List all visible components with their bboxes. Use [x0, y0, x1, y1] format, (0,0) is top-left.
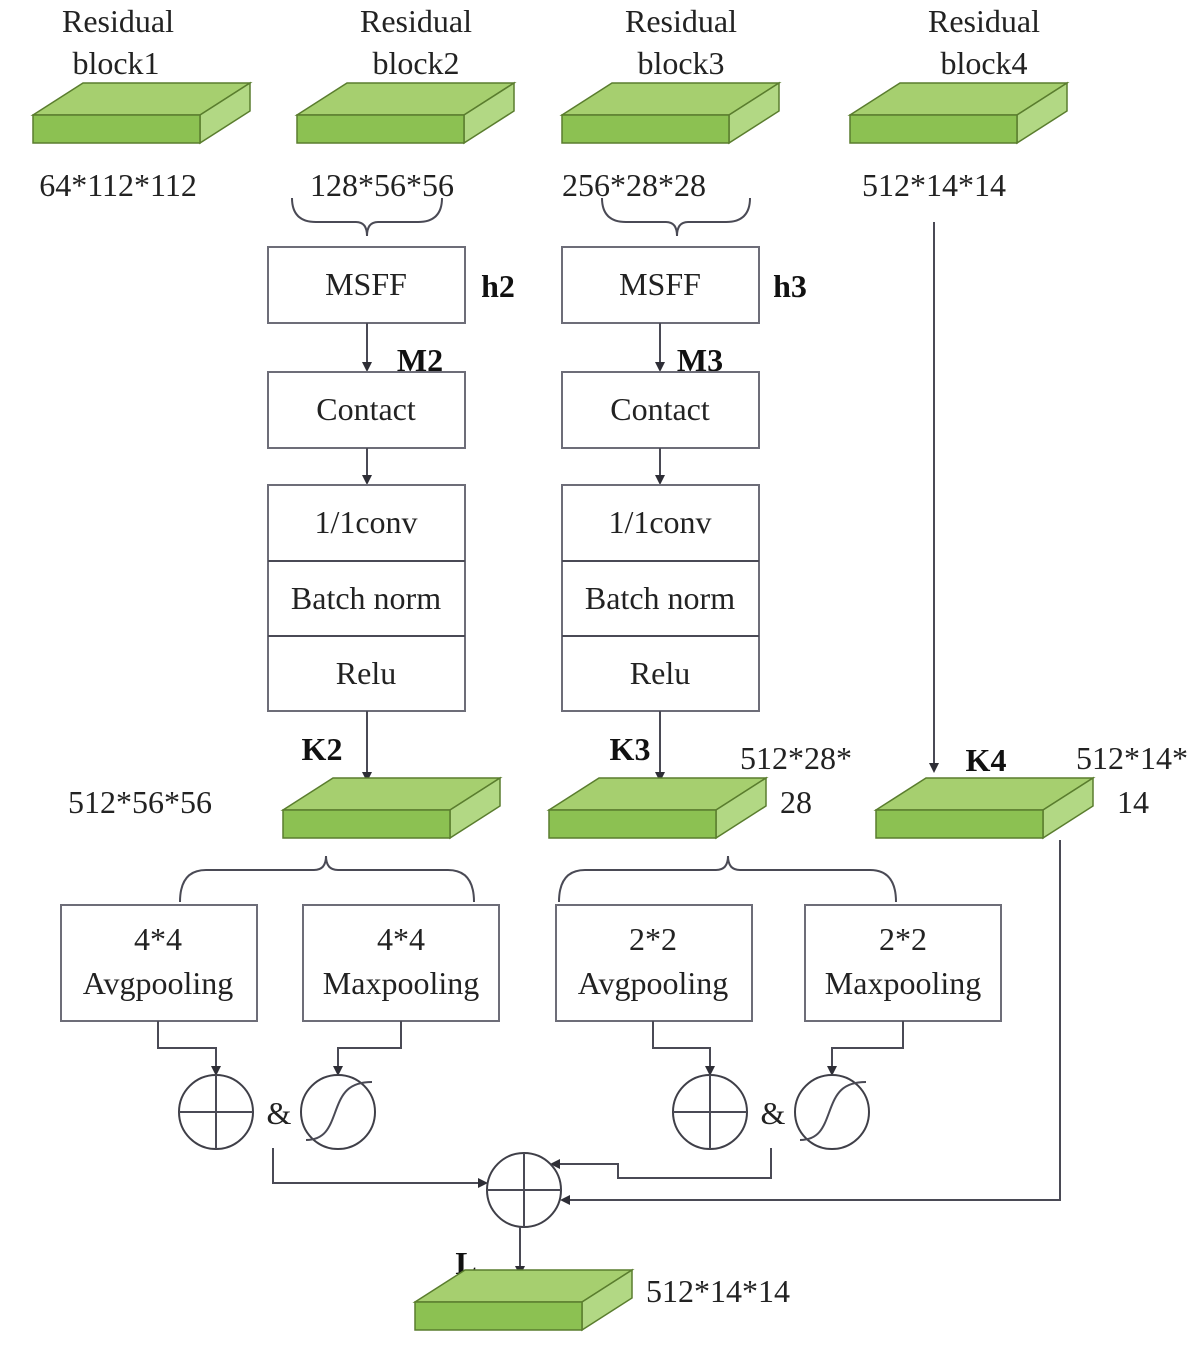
output-dims: 512*14*14 [646, 1273, 790, 1309]
residual-block-1-subtitle: block1 [72, 45, 159, 81]
feature-map-block-icon [412, 1268, 635, 1332]
residual-block-3-dims: 256*28*28 [562, 167, 706, 203]
relu-label-3: Relu [630, 655, 690, 691]
arrow-maxpool-to-sigmoid-2 [333, 1021, 402, 1076]
conv-label-3: 1/1conv [608, 504, 711, 540]
avgpool-size-3: 2*2 [629, 921, 677, 957]
arrow-k4-to-fusion [560, 840, 1061, 1205]
maxpool-label-3: Maxpooling [825, 965, 981, 1001]
msff-label-3: MSFF [619, 266, 701, 302]
contact-label-3: Contact [610, 391, 710, 427]
h2-label: h2 [481, 268, 515, 304]
circle-plus-icon [486, 1152, 562, 1228]
feature-map-block-icon [280, 776, 503, 840]
residual-block-4-subtitle: block4 [940, 45, 1027, 81]
avgpool-size-2: 4*4 [134, 921, 182, 957]
k2-dims: 512*56*56 [68, 784, 212, 820]
brace-pool-2 [179, 855, 475, 903]
branch-2: MSFF h2 M2 Contact 1/1conv Batch norm Re… [60, 246, 515, 1150]
residual-block-2-dims: 128*56*56 [310, 167, 454, 203]
k3-label: K3 [610, 731, 651, 767]
batch-norm-label-2: Batch norm [291, 580, 441, 616]
relu-label-2: Relu [336, 655, 396, 691]
residual-block-2-title: Residual [360, 3, 472, 39]
avgpool-label-2: Avgpooling [83, 965, 234, 1001]
h3-label: h3 [773, 268, 807, 304]
circle-plus-icon [672, 1074, 748, 1150]
residual-block-3-subtitle: block3 [637, 45, 724, 81]
feature-map-block-icon [873, 776, 1096, 840]
maxpool-label-2: Maxpooling [323, 965, 479, 1001]
branch-3: MSFF h3 M3 Contact 1/1conv Batch norm Re… [546, 246, 1002, 1150]
brace-h3 [601, 197, 751, 237]
feature-map-block-icon [559, 81, 782, 145]
k4-dims-line1: 512*14* [1076, 740, 1188, 776]
residual-block-1-dims: 64*112*112 [39, 167, 197, 203]
maxpool-box-3 [804, 904, 1002, 1022]
contact-box-3 [561, 371, 760, 449]
amp-label-2: & [267, 1095, 292, 1131]
residual-block-3: Residual block3 256*28*28 [559, 3, 782, 203]
residual-block-4: Residual block4 512*14*14 [847, 3, 1070, 203]
batch-norm-label-3: Batch norm [585, 580, 735, 616]
residual-block-4-dims: 512*14*14 [862, 167, 1006, 203]
circle-plus-icon [178, 1074, 254, 1150]
avgpool-box-3 [555, 904, 753, 1022]
brace-h2 [291, 197, 443, 237]
feature-map-block-icon [847, 81, 1070, 145]
sigmoid-icon [300, 1074, 376, 1150]
feature-map-block-icon [294, 81, 517, 145]
k3-dims-line2: 28 [780, 784, 812, 820]
maxpool-size-2: 4*4 [377, 921, 425, 957]
contact-label-2: Contact [316, 391, 416, 427]
maxpool-size-3: 2*2 [879, 921, 927, 957]
residual-block-4-title: Residual [928, 3, 1040, 39]
arrow-avgpool-to-add-2 [157, 1021, 221, 1076]
msff-box-2 [267, 246, 466, 324]
residual-block-1: Residual block1 64*112*112 [30, 3, 253, 203]
residual-block-1-title: Residual [62, 3, 174, 39]
arrow-branch3-to-fusion [550, 1148, 772, 1179]
k2-label: K2 [302, 731, 343, 767]
conv-label-2: 1/1conv [314, 504, 417, 540]
residual-block-3-title: Residual [625, 3, 737, 39]
conv-stack-3 [561, 484, 760, 712]
sigmoid-icon [794, 1074, 870, 1150]
maxpool-box-2 [302, 904, 500, 1022]
conv-stack-2 [267, 484, 466, 712]
brace-pool-3 [558, 855, 897, 903]
avgpool-label-3: Avgpooling [578, 965, 729, 1001]
arrow-branch2-to-fusion [272, 1148, 488, 1188]
feature-map-block-icon [30, 81, 253, 145]
feature-map-block-icon [546, 776, 769, 840]
branch-4: K4 512*14* 14 [873, 222, 1188, 840]
residual-block-2: Residual block2 128*56*56 [294, 3, 517, 203]
amp-label-3: & [761, 1095, 786, 1131]
arrow-avgpool-to-add-3 [652, 1021, 715, 1076]
residual-block-2-subtitle: block2 [372, 45, 459, 81]
k4-dims-line2: 14 [1117, 784, 1149, 820]
arrow-maxpool-to-sigmoid-3 [827, 1021, 904, 1076]
k3-dims-line1: 512*28* [740, 740, 852, 776]
avgpool-box-2 [60, 904, 258, 1022]
k4-label: K4 [966, 742, 1007, 778]
msff-label-2: MSFF [325, 266, 407, 302]
